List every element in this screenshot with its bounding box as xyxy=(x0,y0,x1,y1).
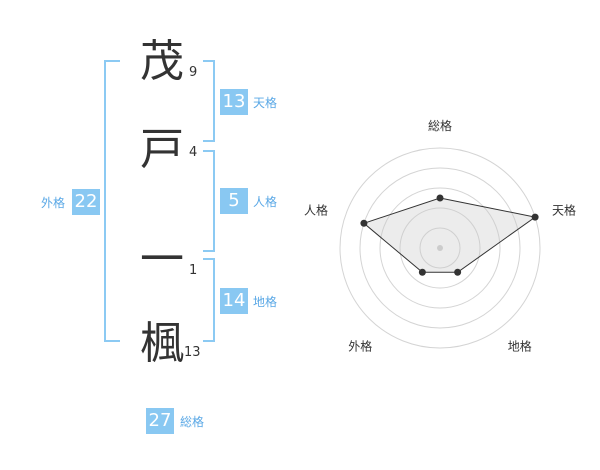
radar-grid-ring xyxy=(359,167,521,329)
radar-grid-ring xyxy=(399,207,481,289)
tenkaku-bracket xyxy=(203,60,215,142)
radar-axis-label-4: 外格 xyxy=(348,339,372,354)
gaikaku-badge: 22 xyxy=(72,189,100,215)
radar-point-1 xyxy=(436,194,444,202)
tenkaku-badge: 13 xyxy=(220,89,248,115)
radar-center-dot xyxy=(437,245,443,251)
soukaku-badge: 27 xyxy=(146,408,174,434)
chikaku-badge: 14 xyxy=(220,288,248,314)
gaikaku-bracket xyxy=(104,60,120,342)
name-char-2: 戸 xyxy=(140,124,184,175)
radar-grid-ring xyxy=(339,147,541,349)
radar-point-3 xyxy=(454,268,462,276)
jinkaku-badge: 5 xyxy=(220,188,248,214)
soukaku-label: 総格 xyxy=(180,415,205,429)
radar-axis-label-2: 天格 xyxy=(552,202,576,217)
radar-axis-label-5: 人格 xyxy=(304,202,328,217)
radar-grid-ring xyxy=(419,227,461,269)
gaikaku-label: 外格 xyxy=(41,196,66,210)
name-char-1: 茂 xyxy=(140,36,184,87)
radar-point-2 xyxy=(531,213,539,221)
radar-data-polygon xyxy=(362,197,537,273)
radar-axis-label-1: 総格 xyxy=(428,118,452,133)
stroke-count-4: 13 xyxy=(184,345,201,360)
chikaku-bracket xyxy=(203,258,215,342)
jinkaku-bracket xyxy=(203,150,215,252)
jinkaku-label: 人格 xyxy=(253,195,278,209)
stroke-count-1: 9 xyxy=(189,65,198,80)
name-char-4: 楓 xyxy=(140,318,184,369)
chikaku-label: 地格 xyxy=(253,295,278,309)
radar-axis-label-3: 地格 xyxy=(508,339,532,354)
radar-point-4 xyxy=(418,268,426,276)
stroke-count-3: 1 xyxy=(189,263,198,278)
tenkaku-label: 天格 xyxy=(253,96,278,110)
name-char-3: 一 xyxy=(140,234,184,285)
stroke-count-2: 4 xyxy=(189,145,198,160)
radar-grid-ring xyxy=(379,187,501,309)
radar-point-5 xyxy=(360,219,368,227)
